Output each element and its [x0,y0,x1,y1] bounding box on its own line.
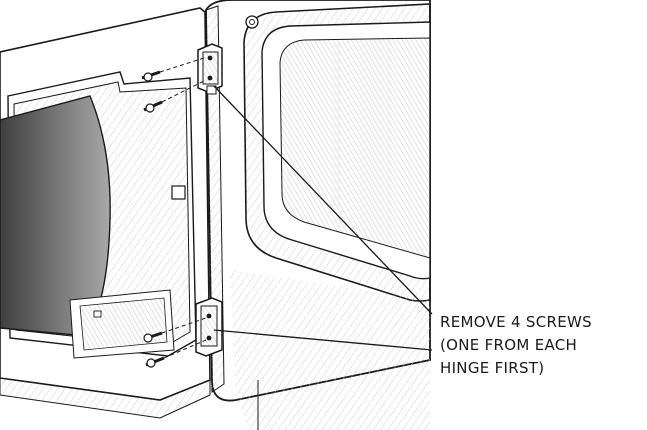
top-hinge [197,43,223,95]
leader-line-bottom [213,329,433,351]
screw-bottom-1 [143,317,207,343]
cabinet-side-panel [236,360,430,430]
callout-text-line-3: HINGE FIRST) [440,359,545,377]
callout-text-line-1: REMOVE 4 SCREWS [440,313,592,331]
cabinet-front-panel [0,7,211,419]
screw-top-2 [143,79,207,113]
screw-top-1 [141,57,205,82]
dryer-door [205,0,431,402]
bottom-hinge [195,297,223,357]
door-latch-strike [171,185,186,200]
door-switch-icon [245,15,259,29]
screw-bottom-2 [145,339,207,368]
leader-line-top [213,85,433,315]
callout-text-line-2: (ONE FROM EACH [440,336,578,354]
